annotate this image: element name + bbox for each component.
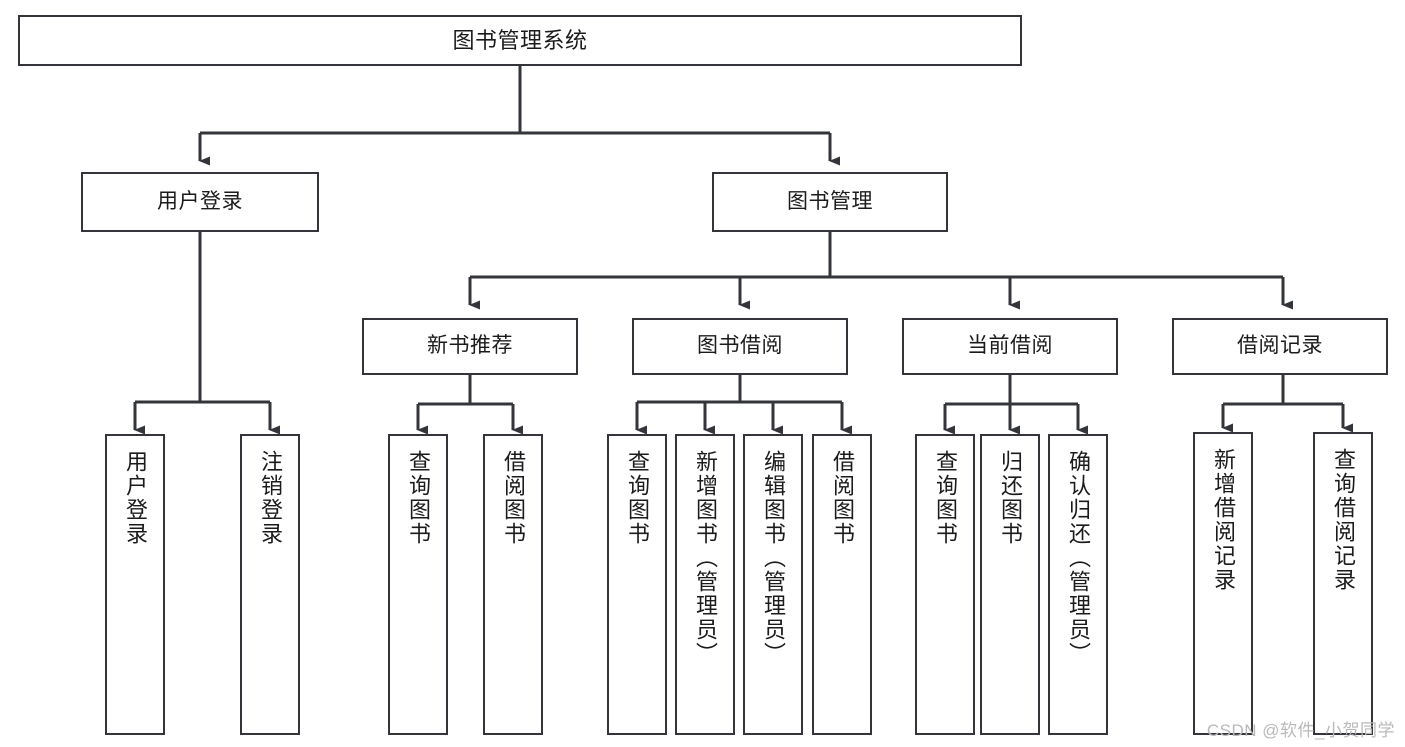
node-borrow-record-label: 借阅记录: [1237, 334, 1323, 358]
node-leaf-borrow-book-2[interactable]: 借阅图书: [812, 434, 872, 735]
node-leaf-edit-book[interactable]: 编辑图书（管理员）: [743, 434, 803, 735]
node-book-borrow[interactable]: 图书借阅: [632, 318, 848, 375]
node-leaf-add-record[interactable]: 新增借阅记录: [1193, 432, 1253, 735]
node-leaf-query-book-1[interactable]: 查询图书: [388, 434, 448, 735]
node-leaf-user-login[interactable]: 用户登录: [105, 434, 165, 735]
node-leaf-query-record[interactable]: 查询借阅记录: [1313, 432, 1373, 735]
node-leaf-return-book[interactable]: 归还图书: [980, 434, 1040, 735]
node-leaf-query-book-2[interactable]: 查询图书: [607, 434, 667, 735]
node-root[interactable]: 图书管理系统: [18, 15, 1022, 66]
watermark-text: CSDN @软件_小贺同学: [1206, 721, 1395, 740]
node-current-borrow-label: 当前借阅: [967, 334, 1053, 358]
node-root-label: 图书管理系统: [452, 27, 588, 53]
node-leaf-query-book-1-label: 查询图书: [406, 450, 431, 546]
node-book-manage-label: 图书管理: [787, 189, 873, 213]
node-book-manage[interactable]: 图书管理: [712, 172, 948, 232]
node-leaf-edit-book-label: 编辑图书（管理员）: [761, 450, 786, 666]
node-leaf-logout-label: 注销登录: [258, 450, 283, 546]
node-leaf-query-book-2-label: 查询图书: [625, 450, 650, 546]
node-book-borrow-label: 图书借阅: [697, 334, 783, 358]
node-leaf-add-book[interactable]: 新增图书（管理员）: [675, 434, 735, 735]
node-new-book-rec[interactable]: 新书推荐: [362, 318, 578, 375]
node-borrow-record[interactable]: 借阅记录: [1172, 318, 1388, 375]
node-leaf-borrow-book-1-label: 借阅图书: [501, 450, 526, 546]
node-leaf-query-record-label: 查询借阅记录: [1331, 448, 1356, 592]
node-new-book-rec-label: 新书推荐: [427, 334, 513, 358]
node-leaf-add-record-label: 新增借阅记录: [1211, 448, 1236, 592]
node-leaf-logout[interactable]: 注销登录: [240, 434, 300, 735]
node-leaf-confirm-return-label: 确认归还（管理员）: [1066, 450, 1091, 666]
node-user-login-label: 用户登录: [157, 189, 243, 213]
node-current-borrow[interactable]: 当前借阅: [902, 318, 1118, 375]
node-leaf-query-book-3-label: 查询图书: [933, 450, 958, 546]
node-leaf-user-login-label: 用户登录: [123, 450, 148, 546]
node-leaf-query-book-3[interactable]: 查询图书: [915, 434, 975, 735]
node-leaf-add-book-label: 新增图书（管理员）: [693, 450, 718, 666]
node-user-login[interactable]: 用户登录: [81, 172, 319, 232]
node-leaf-confirm-return[interactable]: 确认归还（管理员）: [1048, 434, 1108, 735]
node-leaf-borrow-book-1[interactable]: 借阅图书: [483, 434, 543, 735]
node-leaf-borrow-book-2-label: 借阅图书: [830, 450, 855, 546]
node-leaf-return-book-label: 归还图书: [998, 450, 1023, 546]
